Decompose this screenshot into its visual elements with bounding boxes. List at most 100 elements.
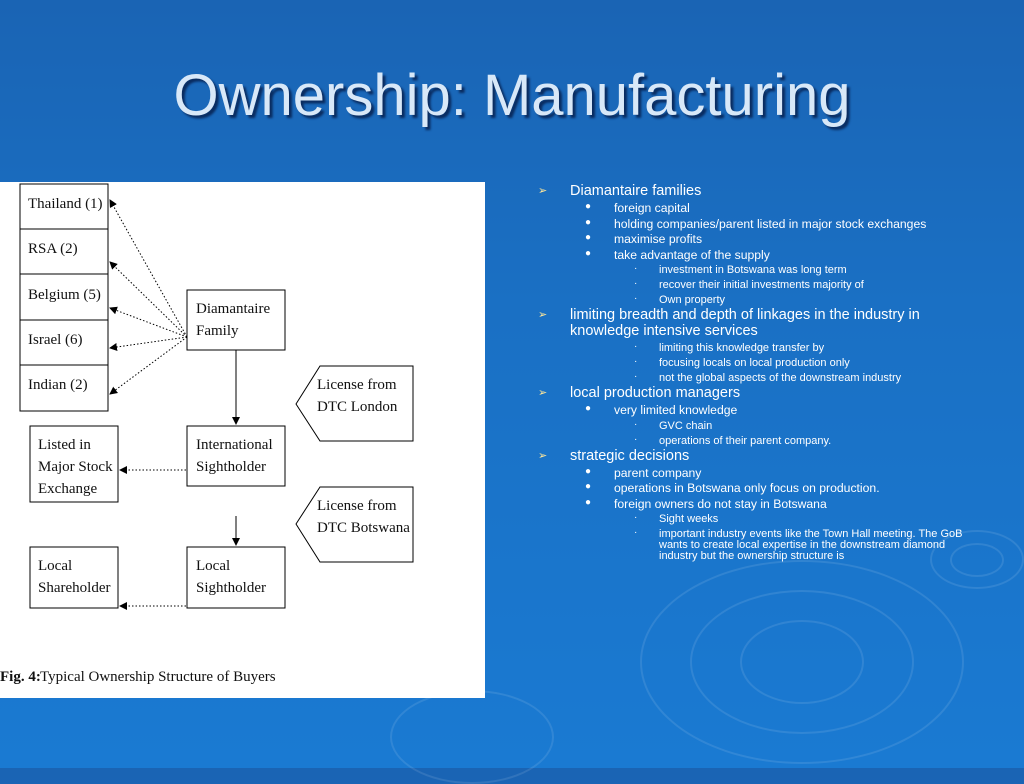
bullet-item-level-3: · focusing locals on local production onl… (530, 356, 980, 369)
slide-title: Ownership: Manufacturing (173, 63, 851, 128)
bullet-text: Own property (659, 294, 726, 306)
bullet-item-level-2: ●maximise profits (530, 232, 980, 246)
local-sightholder-box (186, 546, 286, 609)
bullet-text: local production managers (570, 385, 741, 401)
listed-line1: Listed in (38, 437, 91, 453)
figure-caption-text: Typical Ownership Structure of Buyers (40, 669, 276, 685)
background-ripple (930, 530, 1024, 589)
license-london-shape (295, 365, 414, 442)
small-dot-bullet-icon: · (634, 433, 638, 445)
bullet-text: operations of their parent company. (659, 434, 832, 447)
international-line2: Sightholder (196, 459, 266, 475)
bullet-text: strategic decisions (570, 447, 690, 464)
bullet-text: Sight weeks (659, 513, 719, 525)
bullet-item-level-1: ➢ Diamantaire families (530, 183, 980, 199)
bullet-text: maximise profits (614, 232, 703, 246)
bullet-item-level-2: ●foreign owners do not stay in Botswana (530, 496, 980, 511)
small-dot-bullet-icon: · (634, 371, 638, 382)
small-dot-bullet-icon: · (634, 293, 638, 304)
local-shareholder-line1: Local (38, 558, 72, 574)
bullet-item-level-1: ➢ local production managers (530, 385, 980, 401)
small-dot-bullet-icon: · (634, 341, 638, 352)
bullet-item-level-3: · GVC chain (530, 418, 980, 432)
bullet-text: parent company (614, 465, 702, 480)
bullet-item-level-2: ● operations in Botswana only focus on pr… (530, 481, 980, 495)
bullet-item-level-1: ➢ limiting breadth and depth of linkages … (530, 307, 980, 339)
small-dot-bullet-icon: · (634, 278, 638, 289)
bullet-item-level-3: · important industry events like the Town… (530, 527, 980, 562)
dot-bullet-icon: ● (585, 403, 592, 414)
listed-line3: Exchange (38, 481, 97, 497)
country-israel: Israel (6) (28, 332, 83, 348)
local-shareholder-line2: Shareholder (38, 580, 110, 596)
arrow-bullet-icon: ➢ (538, 449, 548, 462)
country-indian: Indian (2) (28, 377, 88, 393)
arrow-bullet-icon: ➢ (538, 309, 548, 321)
listed-stock-exchange-box (29, 425, 119, 503)
small-dot-bullet-icon: · (634, 527, 638, 538)
bullet-text: recover their initial investments majori… (659, 279, 864, 291)
license-botswana-shape (295, 486, 414, 563)
dot-bullet-icon: ● (585, 216, 592, 228)
bullet-item-level-2: ● parent company (530, 465, 980, 480)
bullet-item-level-3: · not the global aspects of the downstrea… (530, 371, 980, 384)
license-botswana-line1: License from (317, 498, 397, 514)
bullet-list: ➢Diamantaire families●foreign capital●ho… (530, 182, 980, 562)
bullet-item-level-3: ·investment in Botswana was long term (530, 263, 980, 276)
small-dot-bullet-icon: · (634, 356, 638, 367)
bullet-text: focusing locals on local production only (659, 357, 850, 369)
bullet-text: GVC chain (659, 419, 713, 432)
bullet-item-level-2: ● take advantage of the supply (530, 247, 980, 262)
bullet-item-level-1: ➢ strategic decisions (530, 448, 980, 464)
license-london-line1: License from (317, 377, 397, 393)
country-arrows (109, 199, 188, 395)
bullet-item-level-3: · Own property (530, 293, 980, 306)
country-list-box (19, 183, 109, 412)
arrow-bullet-icon: ➢ (538, 387, 548, 399)
diamantaire-family-box (186, 289, 286, 351)
bullet-item-level-3: · operations of their parent company. (530, 433, 980, 447)
bullet-text: not the global aspects of the downstream… (659, 372, 902, 384)
background-ripple (740, 620, 864, 704)
bullet-item-level-2: ●foreign capital (530, 201, 980, 215)
bullet-text: take advantage of the supply (614, 247, 770, 262)
ownership-structure-figure: Thailand (1) RSA (2) Belgium (5) Israel … (0, 182, 485, 698)
diamantaire-line2: Family (196, 323, 239, 339)
bullet-text: limiting breadth and depth of linkages i… (570, 307, 920, 339)
country-rsa: RSA (2) (28, 241, 78, 257)
local-sightholder-line1: Local (196, 558, 230, 574)
dot-bullet-icon: ● (585, 247, 592, 259)
arrow-bullet-icon: ➢ (538, 185, 548, 197)
small-dot-bullet-icon: · (634, 512, 638, 523)
dot-bullet-icon: ● (585, 481, 592, 492)
bullet-item-level-3: · Sight weeks (530, 512, 980, 525)
bullet-text: holding companies/parent listed in major… (614, 216, 927, 231)
background-ripple (640, 560, 964, 764)
diamantaire-line1: Diamantaire (196, 301, 270, 317)
bullet-text: operations in Botswana only focus on pro… (614, 481, 880, 495)
international-line1: International (196, 437, 273, 453)
dot-bullet-icon: ● (585, 465, 592, 477)
bullet-item-level-2: ● holding companies/parent listed in majo… (530, 216, 980, 231)
bullet-item-level-3: · limiting this knowledge transfer by (530, 341, 980, 354)
license-london-line2: DTC London (317, 399, 398, 415)
bullet-text: foreign owners do not stay in Botswana (614, 496, 827, 511)
bullet-text: important industry events like the Town … (659, 528, 963, 562)
country-thailand: Thailand (1) (28, 196, 103, 212)
bullet-text: investment in Botswana was long term (659, 264, 847, 276)
bullet-text: limiting this knowledge transfer by (659, 342, 825, 354)
bullet-item-level-3: · recover their initial investments major… (530, 278, 980, 291)
local-sightholder-line2: Sightholder (196, 580, 266, 596)
bullet-text: very limited knowledge (614, 403, 738, 417)
listed-line2: Major Stock (38, 459, 113, 475)
local-shareholder-box (29, 546, 119, 609)
background-ripple (390, 690, 554, 784)
bullet-item-level-2: ● very limited knowledge (530, 403, 980, 417)
dot-bullet-icon: ● (585, 201, 592, 212)
license-botswana-line2: DTC Botswana (317, 520, 410, 536)
small-dot-bullet-icon: · (634, 418, 638, 430)
figure-caption-label: Fig. 4: (0, 669, 41, 685)
country-belgium: Belgium (5) (28, 287, 101, 303)
bullet-text: Diamantaire families (570, 183, 702, 199)
international-sightholder-box (186, 425, 286, 487)
